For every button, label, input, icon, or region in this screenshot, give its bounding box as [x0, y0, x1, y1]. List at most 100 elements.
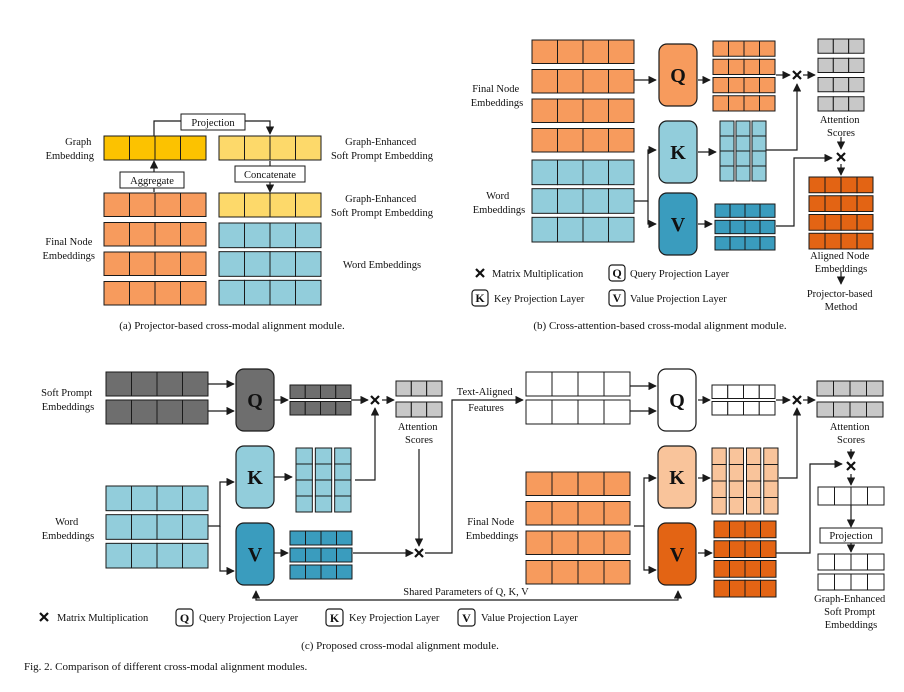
- pre-projection-matrix: [817, 486, 885, 506]
- embedding-cell: [218, 279, 245, 306]
- text-aligned-features-matrix: [525, 371, 631, 425]
- embedding-cell: [729, 520, 746, 539]
- embedding-cell: [608, 98, 635, 123]
- embedding-cell: [334, 447, 352, 465]
- attention-scores-matrix-c-right: [816, 380, 884, 418]
- embedding-cell: [295, 463, 313, 481]
- embedding-cell: [557, 39, 584, 64]
- embedding-cell: [833, 401, 851, 418]
- embedding-cell: [848, 57, 865, 73]
- embedding-cell: [105, 514, 132, 540]
- legend-c: Matrix Multiplication Q Query Projection…: [39, 608, 578, 627]
- v-output-matrix-c-right: [713, 520, 777, 598]
- legend-q-label-b: Query Projection Layer: [630, 269, 730, 280]
- k-output-matrix-c: [295, 447, 352, 513]
- graph-embedding-label: Graph Embedding: [46, 137, 95, 162]
- embedding-cell: [577, 471, 605, 496]
- embedding-cell: [129, 135, 156, 161]
- v-letter-c-left: V: [248, 544, 263, 566]
- embedding-cell: [759, 77, 776, 94]
- embedding-cell: [582, 98, 609, 123]
- embedding-cell: [867, 486, 885, 506]
- final-node-embeddings-label-b: Final Node Embeddings: [471, 84, 524, 109]
- embedding-cell: [832, 38, 850, 54]
- embedding-cell: [746, 497, 762, 515]
- embedding-cell: [557, 216, 584, 243]
- legend-v-icon: [457, 608, 476, 627]
- embedding-cell: [763, 464, 779, 482]
- embedding-cell: [808, 232, 826, 250]
- embedding-cell: [760, 579, 777, 598]
- embedding-cell: [131, 514, 158, 540]
- embedding-cell: [832, 57, 850, 73]
- legend-matmul-icon: [475, 268, 485, 278]
- ge-soft-prompt-label-2: Graph-Enhanced Soft Prompt Embedding: [331, 194, 434, 219]
- legend-v-letter: V: [462, 611, 471, 625]
- embedding-cell: [712, 95, 729, 112]
- embedding-cell: [182, 371, 209, 397]
- embedding-cell: [410, 380, 428, 397]
- embedding-cell: [531, 216, 558, 243]
- figure-caption: Fig. 2. Comparison of different cross-mo…: [24, 661, 308, 673]
- legend-q-label-c: Query Projection Layer: [199, 613, 299, 624]
- embedding-cell: [426, 401, 443, 418]
- embedding-cell: [289, 401, 306, 416]
- embedding-cell: [712, 58, 729, 75]
- embedding-cell: [817, 553, 835, 571]
- legend-v-letter: V: [613, 291, 622, 305]
- k-output-matrix-c-right: [711, 447, 779, 515]
- embedding-cell: [577, 530, 605, 555]
- embedding-cell: [714, 203, 731, 218]
- embedding-cell: [817, 96, 834, 112]
- embedding-cell: [808, 214, 826, 231]
- legend-matmul-icon: [39, 612, 49, 622]
- embedding-cell: [582, 216, 609, 243]
- embedding-cell: [334, 463, 352, 481]
- embedding-cell: [849, 401, 867, 418]
- embedding-cell: [289, 547, 306, 563]
- embedding-cell: [719, 120, 735, 137]
- attention-scores-label-c-right: Attention Scores: [830, 422, 872, 446]
- k-output-matrix-b: [719, 120, 767, 182]
- embedding-cell: [729, 579, 746, 598]
- embedding-cell: [269, 192, 296, 218]
- k-letter-c-left: K: [247, 467, 263, 489]
- embedding-cell: [525, 560, 553, 585]
- word-embeddings-matrix-a: [218, 222, 322, 306]
- embedding-cell: [218, 192, 245, 218]
- q-layer-b: [658, 43, 698, 107]
- embedding-cell: [336, 530, 353, 546]
- embedding-cell: [713, 560, 730, 578]
- embedding-cell: [182, 542, 209, 569]
- word-embeddings-matrix-b: [531, 159, 635, 243]
- embedding-cell: [729, 236, 746, 251]
- attention-scores-matrix-b: [817, 38, 865, 112]
- embedding-cell: [608, 128, 635, 153]
- final-node-embeddings-matrix-b: [531, 39, 635, 153]
- embedding-cell: [735, 135, 751, 152]
- legend-k-letter: K: [475, 291, 485, 305]
- attention-scores-label-b: Attention Scores: [820, 115, 862, 139]
- embedding-cell: [314, 463, 333, 481]
- embedding-cell: [840, 195, 858, 212]
- embedding-cell: [289, 564, 306, 580]
- embedding-cell: [834, 486, 852, 506]
- embedding-cell: [759, 95, 776, 112]
- embedding-cell: [156, 399, 183, 425]
- matmul-icon: [414, 548, 424, 558]
- legend-v-label-c: Value Projection Layer: [481, 613, 578, 624]
- embedding-cell: [728, 497, 744, 515]
- embedding-cell: [711, 480, 727, 498]
- projection-label-box-a: [180, 113, 246, 131]
- soft-prompt-embeddings-label: Soft Prompt Embeddings: [41, 388, 95, 413]
- embedding-cell: [129, 251, 156, 276]
- embedding-cell: [713, 579, 730, 598]
- matmul-icon: [846, 461, 856, 471]
- embedding-cell: [336, 564, 353, 580]
- embedding-cell: [840, 214, 858, 231]
- embedding-cell: [269, 251, 296, 277]
- embedding-cell: [131, 399, 158, 425]
- panel-b-connectors: [634, 70, 846, 285]
- v-letter-b: V: [671, 214, 686, 236]
- embedding-cell: [719, 150, 735, 167]
